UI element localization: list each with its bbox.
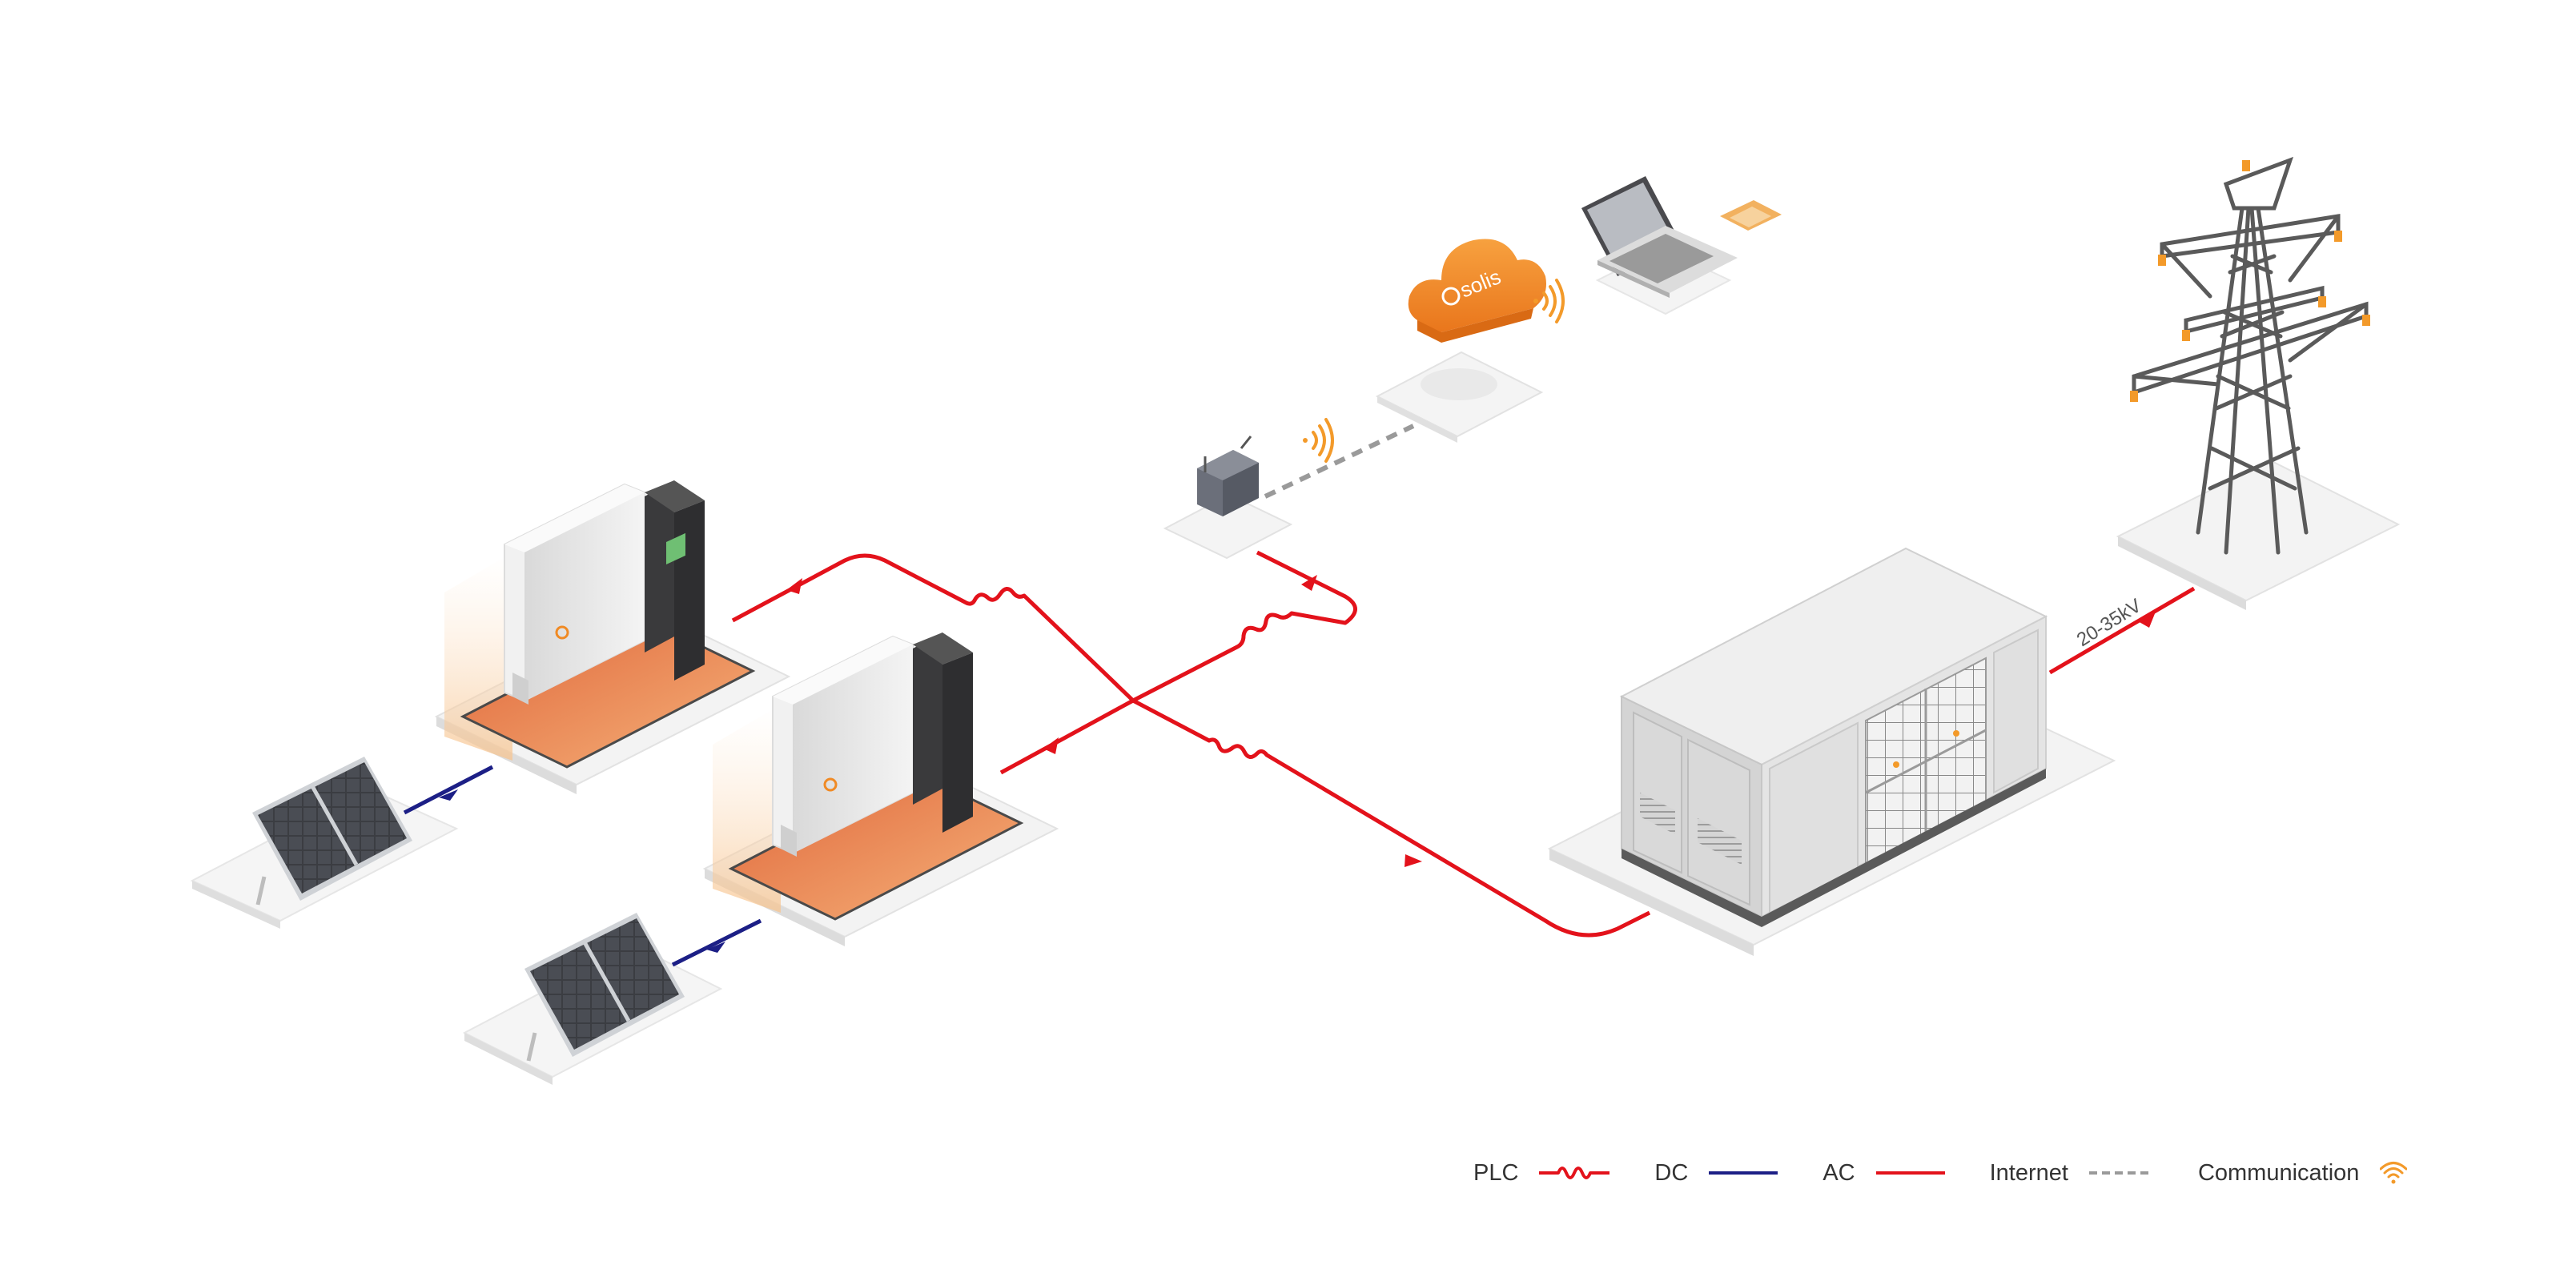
wifi-signal-icon — [2380, 1162, 2408, 1184]
legend: PLC DC AC Internet Communication — [1473, 1153, 2408, 1193]
legend-label-internet: Internet — [1989, 1159, 2068, 1186]
router — [1421, 368, 1497, 400]
ac-line-icon — [1875, 1171, 1945, 1175]
wifi-signal-icon — [1303, 418, 1334, 463]
internet-line — [1264, 424, 1415, 499]
datalogger — [1197, 436, 1259, 516]
legend-label-ac: AC — [1822, 1159, 1855, 1186]
dc-line-icon — [1709, 1171, 1778, 1175]
ac-lines — [731, 550, 2196, 938]
cloud-icon: solis — [1408, 239, 1546, 343]
legend-item-dc: DC — [1654, 1160, 1778, 1187]
legend-item-plc: PLC — [1473, 1159, 1610, 1187]
legend-label-plc: PLC — [1473, 1159, 1519, 1186]
legend-label-dc: DC — [1654, 1159, 1689, 1186]
wifi-signal-icon — [1533, 279, 1565, 323]
plc-wave-icon — [1539, 1167, 1610, 1179]
dashed-line-icon — [2088, 1171, 2153, 1175]
inverter-1 — [444, 480, 756, 769]
ac-arrows — [786, 575, 2156, 867]
phone-icon — [1720, 200, 1782, 231]
container — [1619, 547, 2048, 927]
legend-item-ac: AC — [1822, 1159, 1945, 1187]
laptop-icon — [1581, 176, 1738, 298]
solar-panel-1 — [252, 757, 412, 906]
tower-insulators — [2130, 160, 2370, 402]
inverter-2 — [713, 633, 1024, 921]
legend-item-internet: Internet — [1990, 1160, 2153, 1187]
dc-lines — [403, 765, 762, 967]
solar-panel-2 — [524, 913, 685, 1062]
legend-label-communication: Communication — [2197, 1159, 2360, 1186]
legend-item-communication: Communication — [2197, 1159, 2408, 1187]
